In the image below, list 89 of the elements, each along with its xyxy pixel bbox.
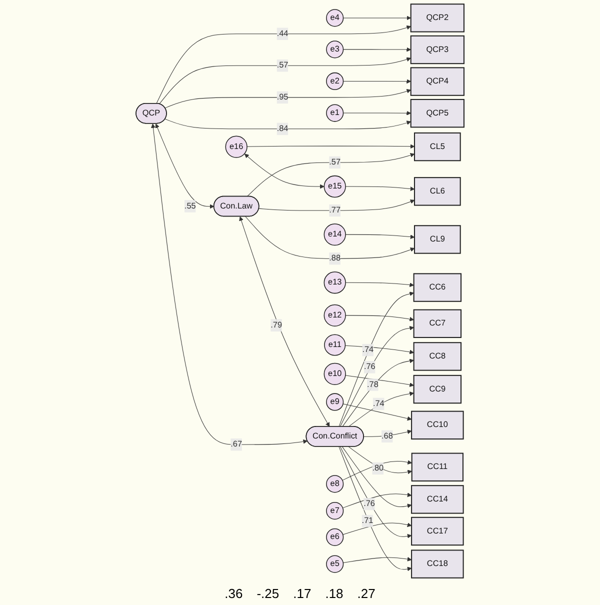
edge-label: .55	[184, 202, 196, 210]
node-circle: e13	[324, 272, 346, 294]
node-box: QCP5	[410, 98, 464, 128]
coefficient-label: .18	[325, 586, 344, 601]
node-box: CC11	[411, 452, 464, 482]
arrow	[348, 446, 412, 474]
arrow	[245, 216, 415, 259]
node-box: CC6	[413, 273, 462, 302]
arrow	[343, 16, 412, 20]
node-circle: e7	[326, 502, 344, 520]
edge-label: .76	[364, 362, 376, 372]
node-box: CC14	[411, 485, 464, 514]
node-box: CL5	[414, 132, 461, 162]
arrow	[150, 124, 308, 445]
arrow	[342, 522, 412, 535]
node-box: CC18	[411, 550, 464, 578]
arrow	[342, 446, 412, 508]
node-circle: e6	[326, 528, 344, 546]
coefficient-label: -.25	[256, 586, 280, 601]
arrow	[343, 79, 412, 84]
node-circle: e14	[324, 223, 346, 246]
node-circle: e5	[326, 555, 344, 573]
arrow	[239, 216, 330, 427]
coefficient-label: .17	[293, 586, 312, 601]
edge-label: .67	[230, 440, 242, 449]
node-box: QCP3	[410, 35, 464, 64]
edge-label: .44	[276, 29, 288, 38]
arrow	[344, 345, 414, 354]
node-circle: e1	[326, 104, 344, 122]
arrow	[164, 89, 412, 108]
node-circle: e12	[324, 304, 346, 326]
arrow	[345, 234, 415, 240]
arrow	[345, 375, 414, 387]
arrow	[348, 392, 414, 427]
node-circle: e8	[326, 475, 344, 493]
edge-label: .95	[276, 92, 288, 102]
edge-label: .80	[372, 464, 384, 473]
arrow	[340, 446, 412, 538]
node-circle: e15	[324, 175, 346, 198]
node-box: CC8	[413, 342, 462, 371]
node-box: CC9	[413, 374, 462, 404]
arrow	[244, 154, 324, 189]
arrow	[164, 118, 412, 130]
arrow	[342, 358, 414, 427]
node-circle: e11	[324, 334, 346, 356]
node-box: CC10	[411, 410, 464, 440]
arrow	[342, 556, 412, 563]
node-box: CC17	[411, 516, 464, 546]
arrow	[342, 404, 412, 421]
arrow	[343, 47, 412, 52]
edge-label: .79	[270, 320, 282, 330]
arrow	[342, 492, 412, 508]
arrow	[338, 292, 414, 427]
edge-label: .57	[329, 158, 341, 167]
edge-label: .78	[367, 380, 378, 389]
node-box: CC7	[413, 309, 462, 338]
edge-label: .84	[276, 124, 288, 134]
edge-label: .68	[382, 432, 393, 441]
arrow	[155, 124, 214, 209]
arrow	[340, 326, 414, 427]
arrow	[345, 186, 415, 192]
edge-label: .76	[364, 499, 375, 508]
edge-label: .88	[329, 254, 341, 263]
node-circle: e10	[324, 362, 346, 386]
edge-label: .77	[329, 206, 341, 215]
node-box: QCP2	[410, 4, 464, 32]
edge-label: .74	[362, 345, 374, 354]
node-circle: e4	[326, 9, 344, 27]
coefficient-label: .36	[224, 586, 243, 601]
node-circle: e2	[326, 72, 344, 90]
node-circle: e3	[326, 40, 344, 58]
coefficient-label: .27	[357, 586, 376, 601]
arrow	[345, 282, 414, 288]
arrow	[343, 110, 412, 116]
edge-label: .57	[276, 61, 288, 70]
arrow	[246, 144, 415, 149]
edge-label: .74	[372, 399, 384, 408]
arrow	[338, 446, 412, 572]
node-circle: e9	[326, 393, 344, 411]
arrow	[258, 199, 415, 211]
node-circle: e16	[225, 136, 248, 158]
node-box: CL6	[414, 177, 461, 206]
edge-label: .71	[362, 516, 374, 526]
arrow	[345, 315, 414, 322]
arrow	[156, 25, 412, 104]
node-box: QCP4	[410, 67, 464, 96]
node-box: CL9	[414, 225, 461, 254]
arrow	[342, 460, 412, 481]
arrow	[159, 57, 412, 104]
